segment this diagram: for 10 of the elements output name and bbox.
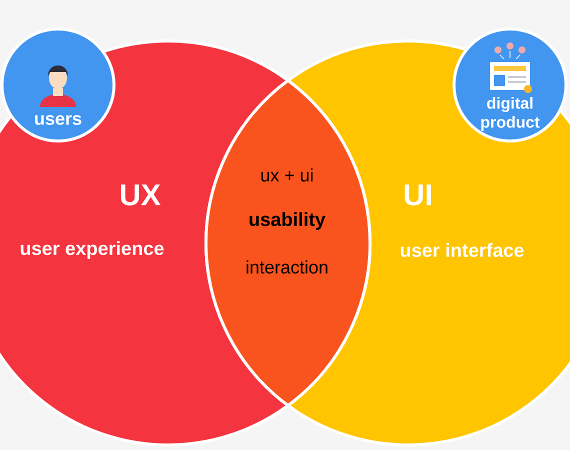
label: interaction — [246, 260, 328, 274]
label: users — [35, 115, 82, 125]
label: UX — [120, 184, 161, 206]
label: user experience — [20, 241, 164, 259]
label: UI — [404, 184, 431, 206]
label: user interface — [400, 243, 524, 257]
overlap-region — [204, 79, 372, 407]
label: ux + ui — [261, 168, 313, 182]
label: digital product — [481, 97, 540, 131]
label: usability — [250, 212, 326, 230]
